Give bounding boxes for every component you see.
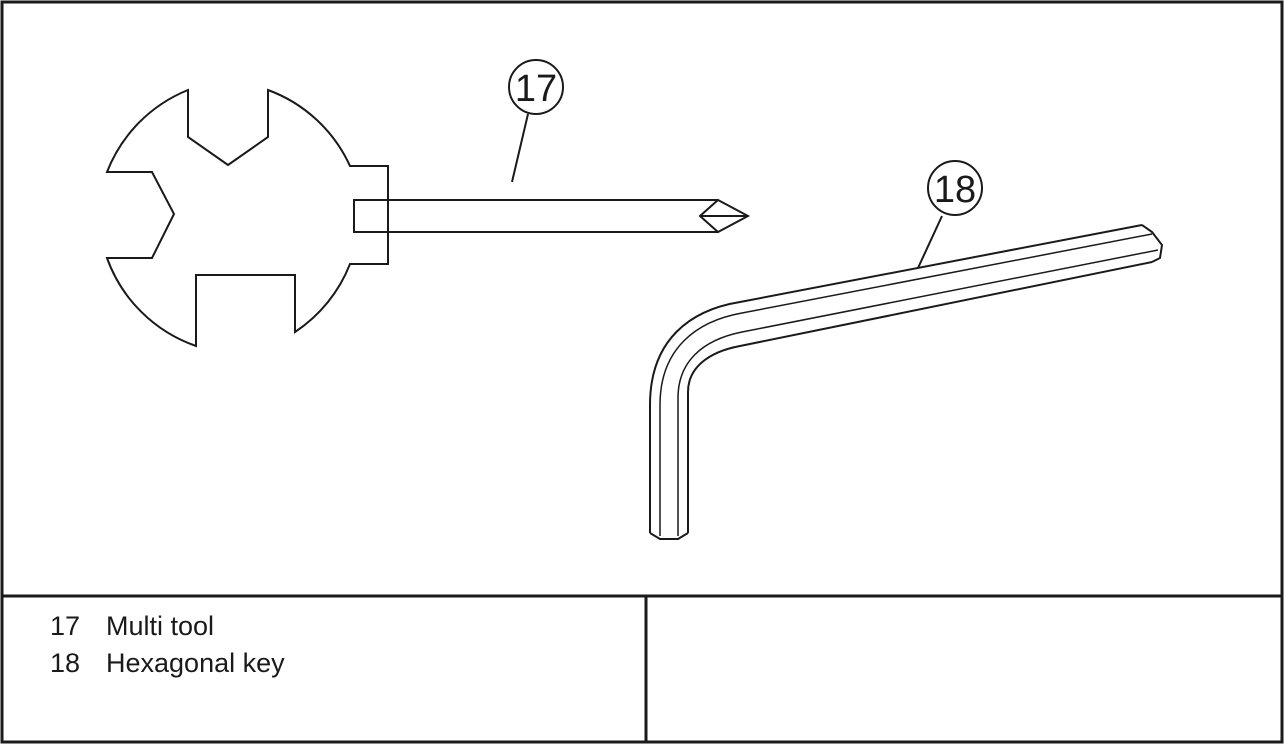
hex-key-facet-2 [677,249,1159,536]
callout-18-circle [927,160,983,216]
legend-item-number: 17 [50,611,81,641]
multi-tool-tip [698,198,751,234]
hex-key-long-end [1141,224,1164,263]
multi-tool-head [105,88,389,348]
legend-item-17: 17 Multi tool [50,611,214,642]
hex-key-short-end [649,532,689,540]
legend-item-label: Multi tool [106,611,215,641]
callout-18-leader [917,215,943,269]
callout-17-leader [511,113,529,183]
hex-key-outer-edge [649,224,1143,533]
callout-17-label: 17 [515,68,557,110]
legend-item-18: 18 Hexagonal key [50,648,285,679]
legend-item-label: Hexagonal key [106,648,285,678]
legend-item-number: 18 [50,648,81,678]
hex-key-facet-1 [659,233,1153,536]
multi-tool-shaft [353,199,718,233]
hex-key-inner-edge [687,261,1153,533]
hex-key-drawing [649,160,1164,540]
multi-tool-drawing [105,59,751,348]
callout-18-label: 18 [934,169,976,211]
callout-17-circle [508,59,564,115]
